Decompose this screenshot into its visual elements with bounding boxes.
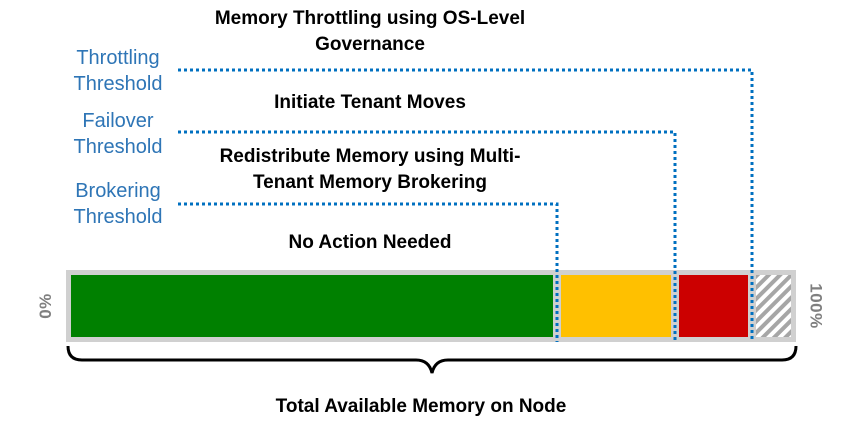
throttling-threshold-label: Throttling Threshold [58, 45, 178, 97]
zone-label-no-action: No Action Needed [190, 230, 550, 256]
zone-label-tenant-moves: Initiate Tenant Moves [190, 90, 550, 116]
zone-label-no-action-line1: No Action Needed [288, 232, 452, 253]
brokering-threshold-line [178, 202, 559, 342]
segment-brokering [561, 275, 671, 337]
segment-no-action [71, 275, 553, 337]
brokering-threshold-label: Brokering Threshold [58, 178, 178, 230]
segment-failover [679, 275, 748, 337]
zone-label-throttling: Memory Throttling using OS-Level Governa… [160, 6, 580, 58]
segment-throttling [756, 275, 791, 337]
failover-threshold-line [178, 130, 677, 342]
brokering-threshold-line2: Threshold [73, 206, 163, 228]
footer-caption: Total Available Memory on Node [275, 396, 567, 417]
zone-label-brokering: Redistribute Memory using Multi- Tenant … [160, 144, 580, 196]
zone-label-throttling-line1: Memory Throttling using OS-Level [214, 8, 526, 29]
zone-label-tenant-moves-line1: Initiate Tenant Moves [274, 92, 466, 113]
brokering-threshold-line1: Brokering [75, 180, 161, 202]
failover-threshold-line2: Threshold [73, 136, 163, 158]
zone-label-brokering-line1: Redistribute Memory using Multi- [219, 146, 521, 167]
throttling-threshold-line1: Throttling [76, 47, 160, 69]
bottom-brace [66, 345, 798, 374]
throttling-threshold-line2: Threshold [73, 73, 163, 95]
zone-label-throttling-line2: Governance [315, 34, 425, 55]
failover-threshold-label: Failover Threshold [58, 108, 178, 160]
axis-max-label: 100% [806, 283, 826, 329]
failover-threshold-line1: Failover [82, 110, 154, 132]
zone-label-brokering-line2: Tenant Memory Brokering [252, 172, 488, 193]
axis-min-label: 0% [35, 293, 55, 319]
